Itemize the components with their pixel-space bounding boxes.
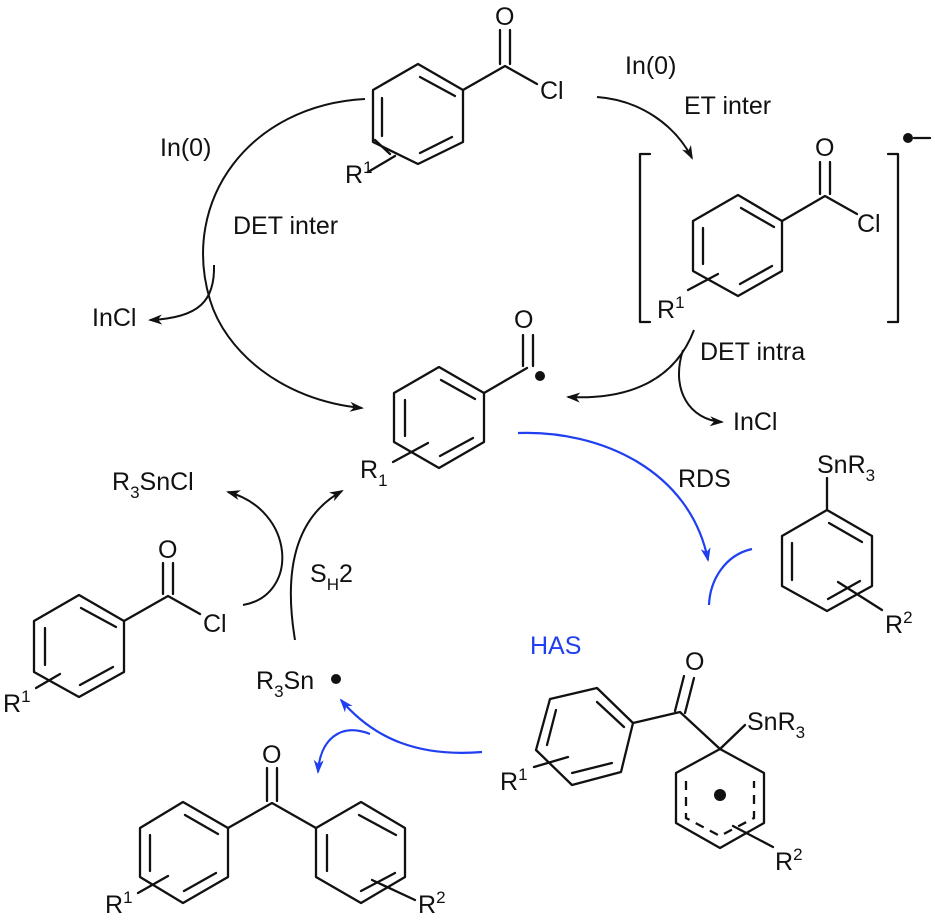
sh2-arrow-to-r3sncl	[226, 490, 284, 606]
sh2-label: SH2	[310, 560, 353, 594]
et-inter-label: ET inter	[684, 92, 771, 120]
stannyl-label: SnR3	[747, 708, 805, 742]
aromatic-double-bonds-right	[325, 813, 398, 893]
left-bracket	[638, 152, 652, 324]
sh2-arrow-to-acyl-radical	[289, 490, 344, 641]
r2-label: R2	[418, 888, 446, 919]
r2-bond	[370, 878, 417, 902]
aromatic-double-bonds	[43, 606, 118, 687]
r1-bond	[532, 755, 570, 769]
r2-label: R2	[885, 608, 913, 639]
acyl-chloride-top: O Cl R1	[345, 3, 564, 189]
aromatic-double-bonds	[380, 75, 457, 155]
c-o-double-bond	[673, 674, 696, 715]
r1-label: R1	[500, 765, 528, 796]
benzene-ring-left	[138, 800, 230, 905]
aryl-stannane: SnR3 R2	[780, 451, 913, 639]
r1-bond	[34, 672, 62, 690]
incl-release-arrow-left	[148, 264, 216, 325]
cyclohexadienyl-ring	[674, 747, 766, 850]
r2-bond	[731, 824, 775, 849]
incl-release-arrow-right	[678, 349, 724, 427]
rds-arrow	[517, 431, 711, 562]
oxygen-label: O	[514, 306, 533, 334]
delocalized-bonds	[684, 781, 756, 838]
oxygen-label: O	[495, 3, 514, 31]
carbonyl-bond	[461, 64, 539, 92]
acyl-bond	[631, 710, 722, 751]
substituent-bond	[373, 138, 392, 156]
radical-dot	[903, 133, 913, 143]
has-arrow-to-product	[313, 729, 371, 774]
r2-bond	[836, 580, 884, 612]
c-o-double-bond	[265, 766, 279, 803]
r1-bond	[136, 874, 170, 895]
stannyl-radical: R3Sn	[256, 667, 314, 701]
r1-bond	[366, 154, 397, 174]
c-o-double-bond	[498, 28, 512, 66]
stannyl-chloride: R3SnCl	[112, 468, 194, 502]
aromatic-double-bonds	[403, 378, 477, 458]
chlorine-label: Cl	[540, 77, 564, 105]
incl-label-left: InCl	[92, 304, 136, 332]
r1-label: R1	[105, 888, 133, 919]
radical-dot	[535, 371, 545, 381]
benzene-ring	[371, 62, 465, 166]
det-inter-arrow	[202, 98, 366, 412]
aromatic-double-bonds	[790, 521, 864, 601]
has-label: HAS	[530, 632, 581, 660]
diaryl-ketone-product: O R1 R2	[105, 741, 446, 919]
r1-label: R1	[360, 456, 388, 490]
chlorine-label: Cl	[203, 610, 227, 638]
carbonyl-bonds	[226, 801, 318, 830]
oxygen-label: O	[158, 536, 177, 564]
c-o-double-bond	[818, 160, 832, 196]
acyl-radical: O R1	[360, 306, 545, 490]
det-inter-label: DET inter	[233, 212, 338, 240]
acyl-chloride-left: O Cl R1	[3, 536, 227, 718]
det-intra-arrow	[566, 329, 695, 403]
et-inter-arrow	[596, 96, 693, 160]
r1-label: R1	[345, 158, 373, 189]
oxygen-label: O	[262, 741, 281, 769]
in0-label-left: In(0)	[160, 134, 211, 162]
oxygen-label: O	[815, 134, 834, 162]
benzene-ring	[780, 508, 874, 613]
c-o-double-bond	[521, 333, 535, 368]
has-arrow-to-stannyl-radical	[339, 698, 483, 754]
stannyl-label: SnR3	[817, 451, 875, 485]
cyclohexadienyl-radical-intermediate: O SnR3 R1 R2	[500, 648, 805, 876]
aromatic-double-bonds	[545, 700, 626, 775]
acyl-bond	[482, 366, 529, 395]
chlorine-label: Cl	[857, 210, 881, 238]
c-sn-bond	[718, 723, 747, 751]
incl-label-right: InCl	[733, 408, 777, 436]
aromatic-double-bonds-left	[148, 813, 220, 893]
acyl-chloride-radical-anion: O Cl R1	[638, 133, 932, 324]
r1-label: R1	[3, 687, 31, 718]
stannane-addition-arrow	[707, 547, 753, 606]
right-bracket	[886, 152, 900, 324]
r1-bond	[391, 441, 430, 464]
r1-label: R1	[657, 293, 685, 324]
det-intra-label: DET intra	[700, 338, 805, 366]
stannyl-radical-dot	[331, 674, 341, 684]
carbonyl-bond	[780, 194, 859, 223]
oxygen-label: O	[685, 648, 704, 676]
c-o-double-bond	[161, 561, 175, 596]
aromatic-double-bonds	[701, 206, 776, 286]
benzene-ring-right	[314, 800, 407, 905]
rds-label: RDS	[678, 465, 731, 493]
r2-label: R2	[775, 845, 803, 876]
radical-dot	[714, 789, 726, 801]
in0-label-right: In(0)	[625, 52, 676, 80]
r1-bond	[686, 272, 720, 292]
carbonyl-bond	[122, 594, 202, 623]
